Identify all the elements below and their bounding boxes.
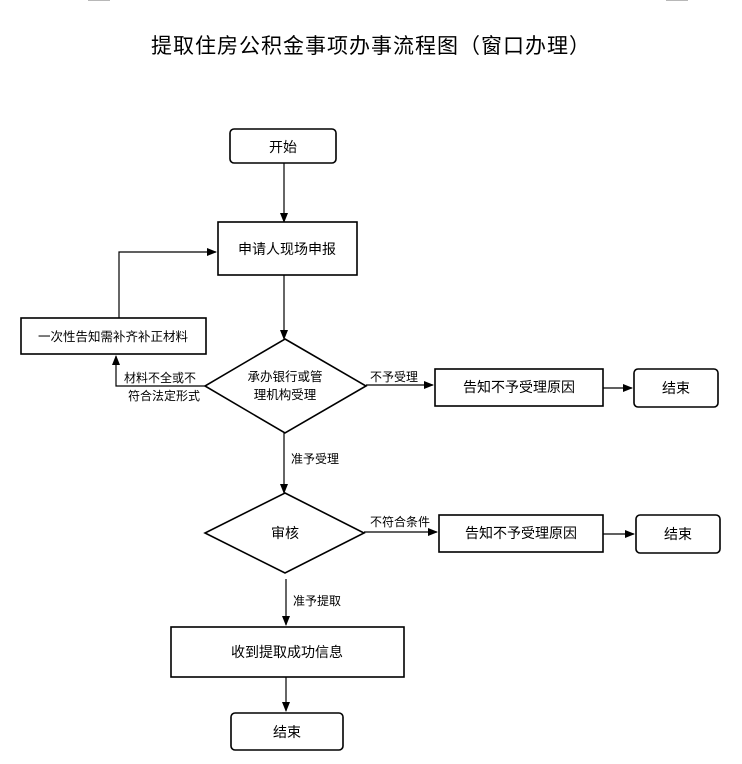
reject-reason-2-label: 告知不予受理原因 (465, 525, 577, 542)
success-label: 收到提取成功信息 (231, 644, 343, 661)
reject-reason-1-label: 告知不予受理原因 (463, 379, 575, 396)
start-node-label: 开始 (269, 140, 297, 156)
edge-label-approved: 准予提取 (293, 593, 341, 608)
end-node-1: 结束 (633, 368, 719, 408)
bank-accept-label-line1: 承办银行或管 (247, 369, 322, 384)
end-2-label: 结束 (664, 527, 692, 543)
end-final-label: 结束 (273, 725, 301, 741)
review-decision: 审核 (203, 492, 366, 574)
end-node-2: 结束 (635, 514, 721, 554)
review-label: 审核 (271, 526, 299, 542)
reject-reason-node-2: 告知不予受理原因 (438, 514, 604, 553)
crop-mark-right (666, 0, 688, 1)
apply-node: 申请人现场申报 (217, 221, 358, 276)
notify-supplement-label: 一次性告知需补齐补正材料 (38, 329, 189, 344)
edge-notify-to-apply (118, 248, 217, 318)
success-node: 收到提取成功信息 (170, 626, 405, 678)
edge-label-not-accepted: 不予受理 (370, 370, 418, 384)
start-node: 开始 (229, 128, 337, 164)
reject-reason-node-1: 告知不予受理原因 (434, 368, 604, 407)
edge-bank-to-notify (112, 355, 205, 387)
edge-label-not-eligible: 不符合条件 (370, 514, 430, 529)
edge-label-accepted: 准予受理 (291, 452, 339, 466)
edge-label-incomplete-line1: 材料不全或不 (124, 370, 196, 385)
crop-mark-left (88, 0, 110, 1)
apply-node-label: 申请人现场申报 (238, 242, 336, 258)
edge-label-incomplete-line2: 符合法定形式 (128, 388, 200, 403)
bank-accept-label-line2: 理机构受理 (254, 387, 317, 402)
end-node-final: 结束 (230, 712, 344, 751)
page-title: 提取住房公积金事项办事流程图（窗口办理） (151, 34, 591, 58)
end-1-label: 结束 (662, 381, 690, 397)
bank-accept-decision: 承办银行或管 理机构受理 (203, 338, 368, 434)
notify-supplement-node: 一次性告知需补齐补正材料 (20, 317, 207, 355)
